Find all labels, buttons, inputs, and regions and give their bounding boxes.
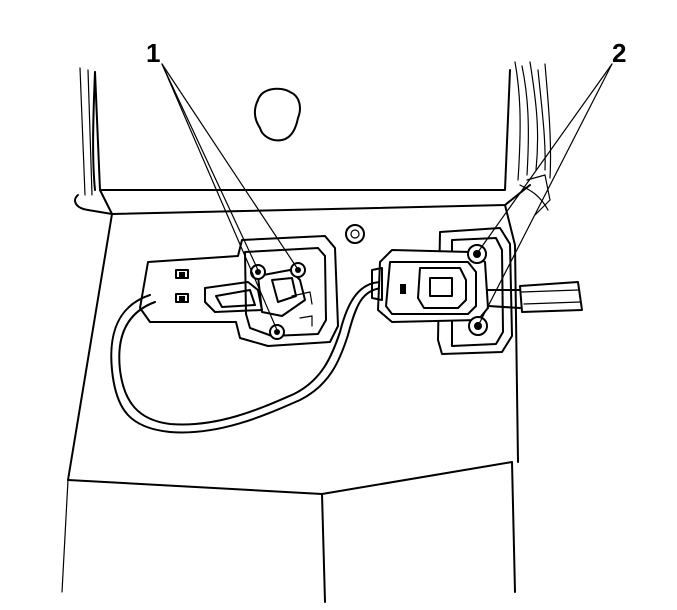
left-module-screws [250,262,306,340]
callout-label-1: 1 [146,38,160,68]
leader-lines-callout-1 [161,63,298,331]
leader-line [478,63,613,325]
screw-icon [290,262,306,278]
leader-line [161,63,259,271]
slot-lower [175,293,189,303]
left-module [139,235,339,347]
lower-panel [61,204,519,603]
slot-upper [175,269,189,279]
leader-line [161,63,298,269]
leader-lines-callout-2 [477,63,613,325]
right-connector-screws [467,244,488,336]
leader-line [477,63,613,253]
wire-harness [110,281,383,434]
screw-icon [269,324,285,340]
screw-icon [468,316,488,336]
upper-housing [74,61,552,216]
screw-icon [467,244,487,264]
right-connector-assembly [371,227,583,355]
leader-line [161,63,278,331]
callout-label-2: 2 [612,38,626,68]
screw-icon [250,264,266,280]
